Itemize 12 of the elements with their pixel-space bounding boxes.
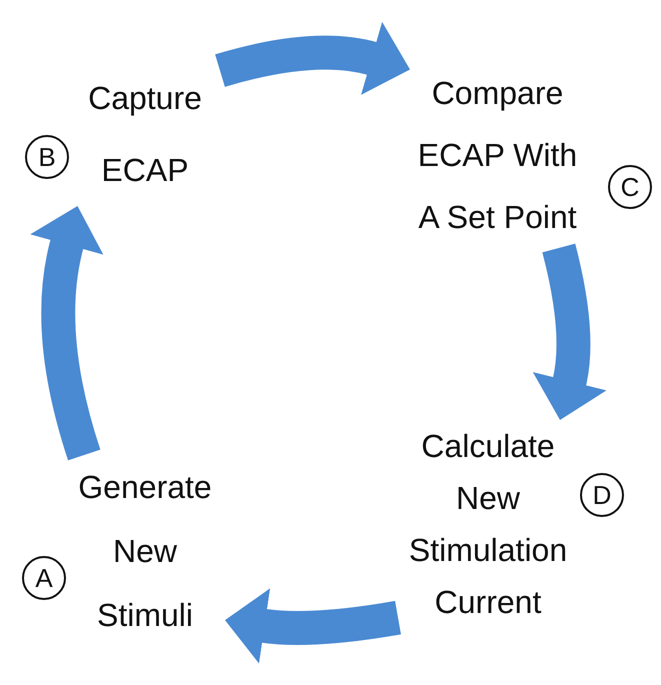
circled-letter: D xyxy=(580,473,624,517)
step-label: Calculate New Stimulation Current xyxy=(398,420,578,628)
block-arrow xyxy=(532,244,607,420)
circled-letter: B xyxy=(25,135,69,179)
step-label: Capture ECAP xyxy=(70,62,220,206)
circled-letter: C xyxy=(608,165,652,209)
block-arrow xyxy=(224,588,401,664)
step-label: Compare ECAP With A Set Point xyxy=(410,62,585,248)
step-label: Generate New Stimuli xyxy=(65,455,225,647)
block-arrow xyxy=(30,206,104,460)
circled-letter: A xyxy=(22,556,66,600)
block-arrow xyxy=(215,22,410,96)
